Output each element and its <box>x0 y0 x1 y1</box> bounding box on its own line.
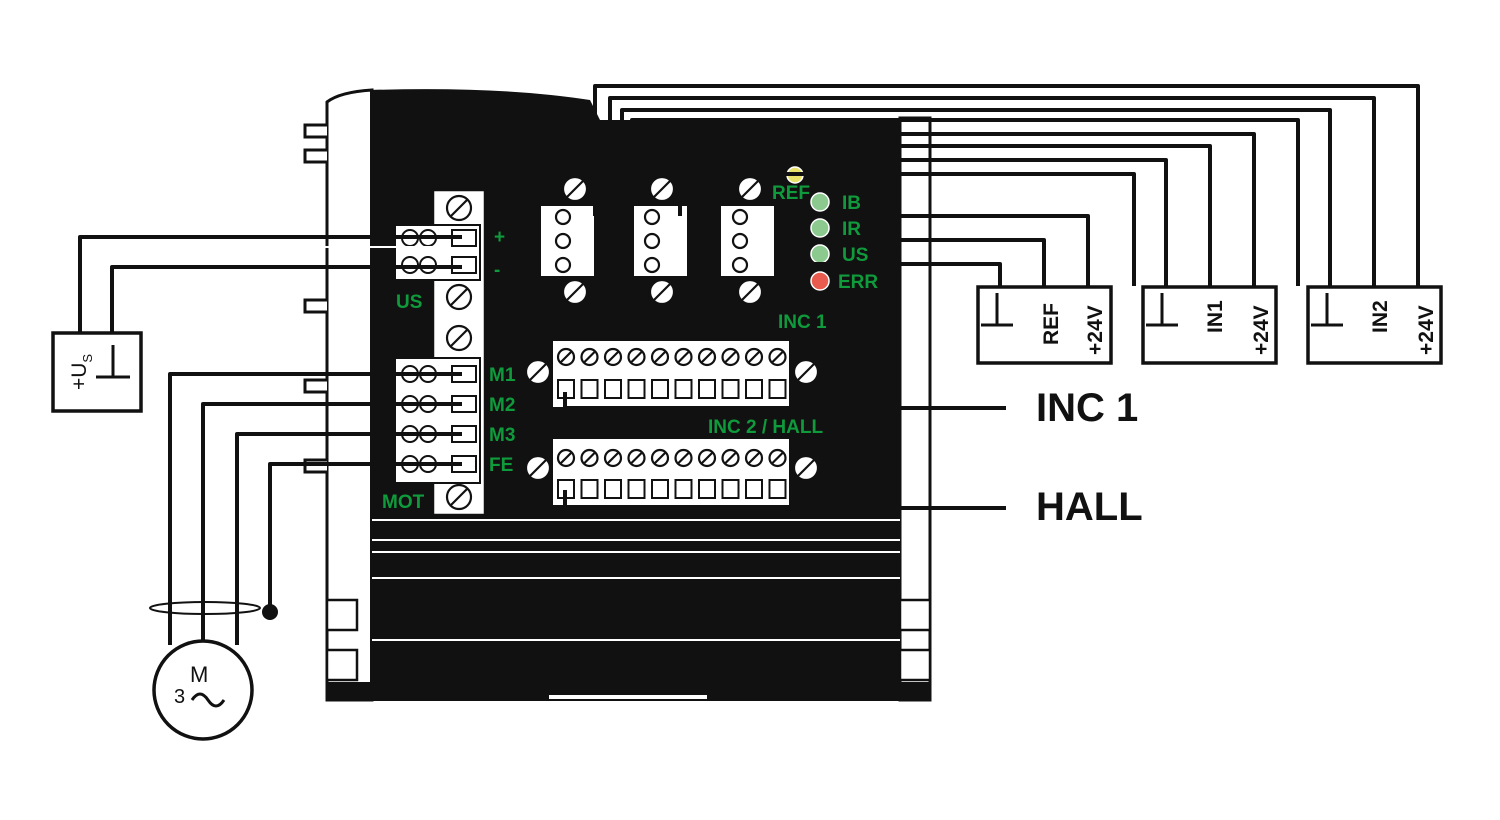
encoder-cables <box>563 392 1006 510</box>
supply-plus-label: +US <box>68 354 95 390</box>
inc1-connector <box>524 339 820 409</box>
io-box-in2: IN2 +24V <box>1306 285 1443 365</box>
inc1-cable-label: INC 1 <box>1036 386 1138 430</box>
connector-socket <box>674 379 693 399</box>
us-minus-label: - <box>494 260 500 281</box>
status-leds: REF IB IR US ERR <box>772 166 878 293</box>
led-us <box>810 244 830 264</box>
connector-socket <box>604 479 622 499</box>
fe-junction-dot <box>262 604 278 620</box>
fe-label: FE <box>489 455 513 476</box>
connector-socket <box>745 479 763 499</box>
m1-label: M1 <box>489 365 516 386</box>
ground-symbol-icon <box>96 345 130 379</box>
m3-label: M3 <box>489 425 515 446</box>
m2-label: M2 <box>489 395 515 416</box>
io-in1-signal: IN1 <box>1204 300 1227 333</box>
mot-label: MOT <box>382 492 425 513</box>
connector-socket <box>580 379 599 399</box>
io-ref-signal: REF <box>1040 303 1063 345</box>
io-terminal-blocks <box>539 175 776 306</box>
connector-socket <box>721 479 740 499</box>
led-ir <box>810 218 830 238</box>
supply-wires <box>78 235 462 334</box>
io-box-ref: REF +24V <box>976 285 1113 365</box>
hall-cable-label: HALL <box>1036 485 1143 529</box>
motor-symbol: M 3 <box>152 639 254 741</box>
cable-shield <box>149 601 261 615</box>
led-label-ref: REF <box>772 183 810 204</box>
led-label-us: US <box>842 245 868 266</box>
led-ib <box>810 192 830 212</box>
io-in2-signal: IN2 <box>1369 300 1392 333</box>
motor-phase-label: 3 <box>174 686 185 708</box>
io-box-in1: IN1 +24V <box>1141 285 1278 365</box>
motor-wires <box>149 372 462 645</box>
connector-socket <box>627 379 646 399</box>
connector-socket <box>768 379 787 399</box>
connector-socket <box>768 479 787 499</box>
io-ref-supply: +24V <box>1084 305 1107 355</box>
connector-socket <box>698 379 716 399</box>
inc2-hall-connector-label: INC 2 / HALL <box>708 417 823 438</box>
connector-socket <box>651 379 669 399</box>
led-label-ib: IB <box>842 193 861 214</box>
connector-socket <box>698 479 716 499</box>
connector-socket <box>721 379 740 399</box>
connector-socket <box>745 379 763 399</box>
led-label-err: ERR <box>838 272 878 293</box>
inc1-connector-label: INC 1 <box>778 312 827 333</box>
us-plus-label: + <box>494 227 505 248</box>
io-in1-supply: +24V <box>1250 305 1273 355</box>
connector-socket <box>651 479 669 499</box>
power-terminal-strip <box>394 188 487 517</box>
connector-socket <box>580 479 599 499</box>
connector-socket <box>674 479 693 499</box>
inc2-hall-connector <box>524 437 820 507</box>
motor-m-label: M <box>190 662 208 687</box>
connector-socket <box>604 379 622 399</box>
io-in2-supply: +24V <box>1415 305 1438 355</box>
supply-box: +US <box>51 331 143 413</box>
us-label: US <box>396 292 422 313</box>
led-label-ir: IR <box>842 219 861 240</box>
ac-wave-icon <box>190 692 226 708</box>
connector-socket <box>627 479 646 499</box>
led-err <box>810 271 830 291</box>
io-wires <box>593 84 1420 288</box>
